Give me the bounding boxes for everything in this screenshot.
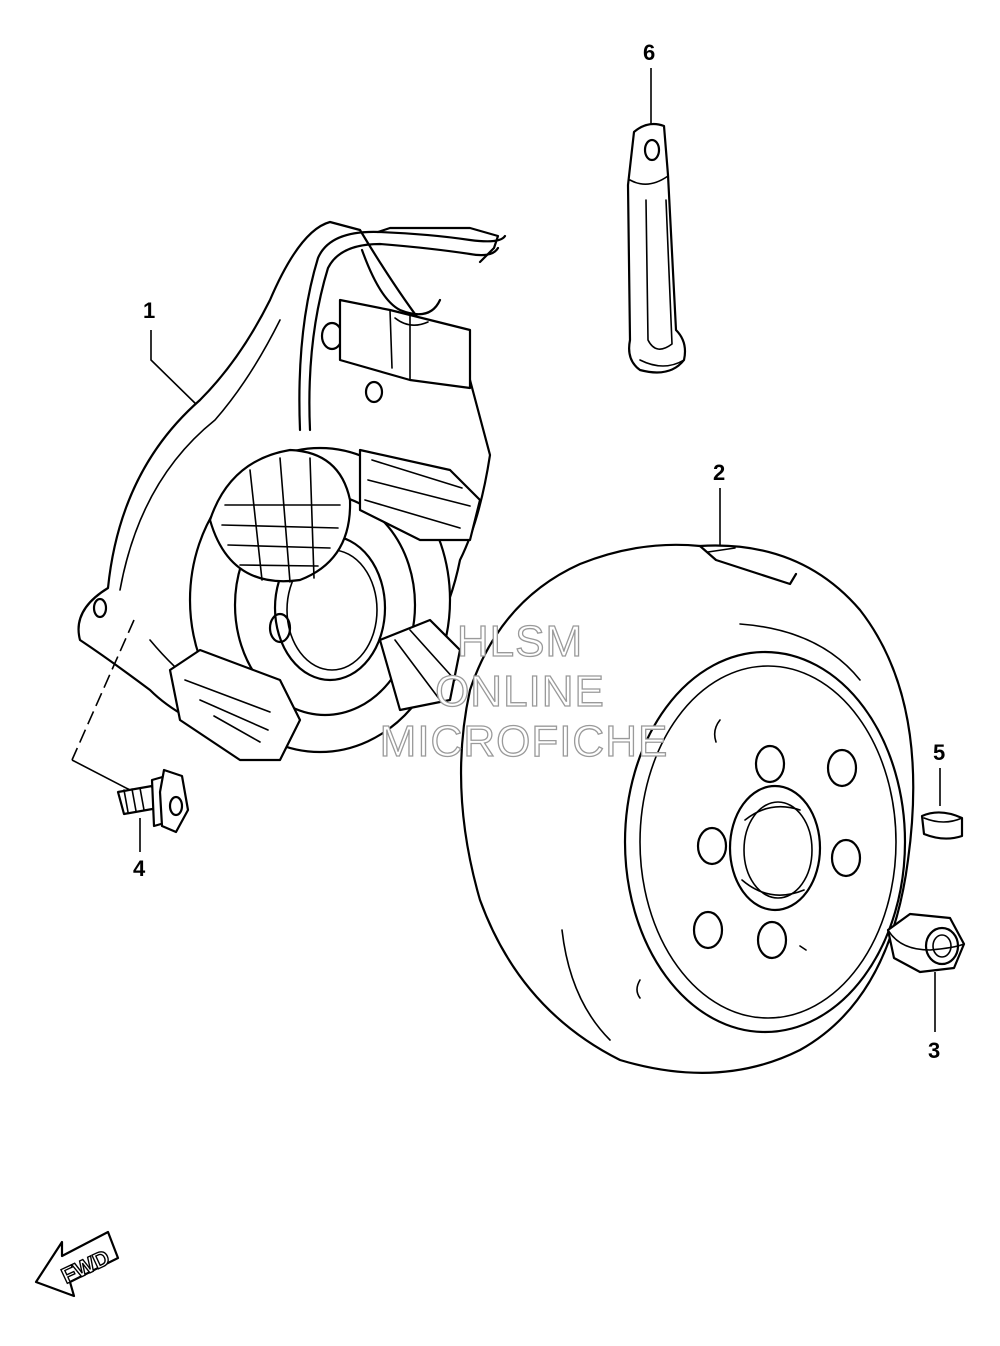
part-4-bolt[interactable] bbox=[116, 768, 190, 852]
part-1-stator-assembly[interactable] bbox=[71, 220, 507, 791]
callout-2: 2 bbox=[713, 460, 725, 485]
part-2-flywheel-rotor[interactable] bbox=[459, 488, 915, 1074]
part-6-cable-clamp[interactable] bbox=[626, 68, 687, 374]
callout-3: 3 bbox=[928, 1038, 940, 1063]
callout-5: 5 bbox=[933, 740, 945, 765]
watermark: HLSM ONLINE MICROFICHE bbox=[379, 616, 669, 766]
watermark-line-1: HLSM bbox=[457, 617, 583, 666]
part-5-key[interactable] bbox=[920, 768, 964, 840]
watermark-line-2: ONLINE bbox=[435, 667, 605, 716]
fwd-direction-arrow: FWD bbox=[34, 1230, 120, 1298]
callout-1: 1 bbox=[143, 298, 155, 323]
watermark-line-3: MICROFICHE bbox=[380, 717, 669, 766]
callout-4: 4 bbox=[133, 856, 146, 881]
callout-6: 6 bbox=[643, 40, 655, 65]
part-3-nut[interactable] bbox=[886, 912, 966, 1032]
